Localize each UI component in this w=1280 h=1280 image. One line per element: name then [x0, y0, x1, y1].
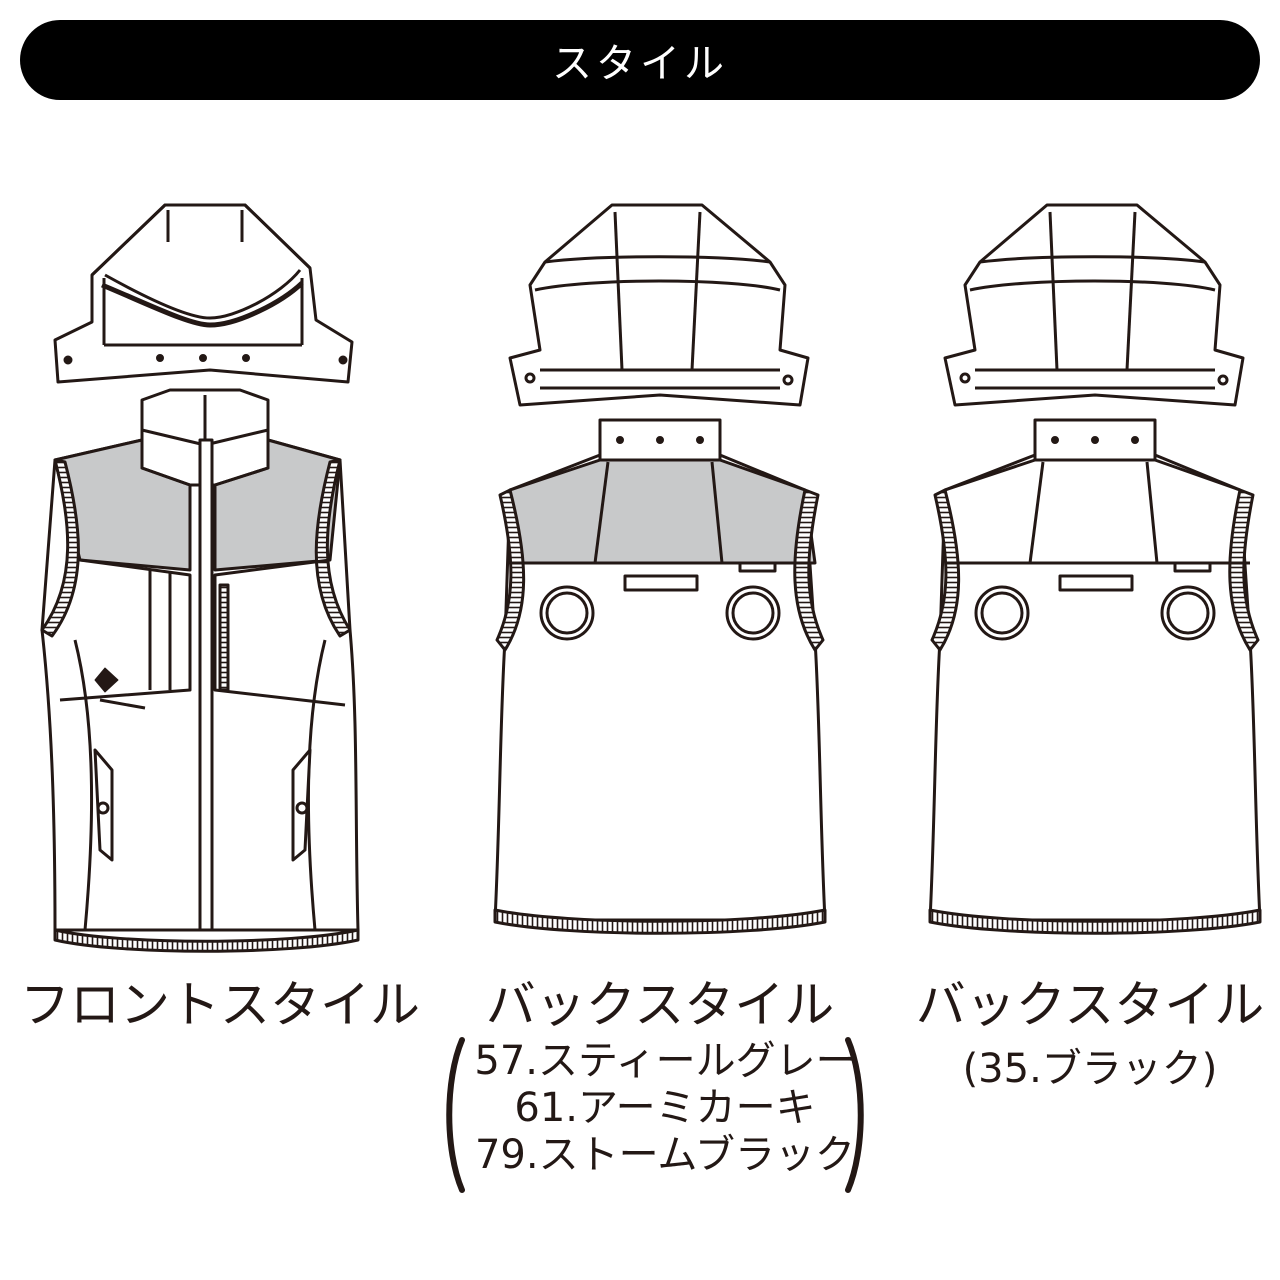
back-hood-illustration-black	[943, 203, 1245, 407]
color-variant-list: 57.スティールグレー 61.アーミカーキ 79.ストームブラック	[470, 1038, 860, 1179]
color-variant-item: 79.ストームブラック	[474, 1132, 855, 1178]
back-vest-illustration-gray	[493, 418, 827, 935]
bracket-right	[845, 1037, 864, 1193]
back-style-label-black: バックスタイル	[915, 976, 1265, 1034]
bracket-left	[446, 1037, 465, 1193]
color-variant-item: 61.アーミカーキ	[514, 1085, 816, 1131]
front-vest-illustration	[40, 388, 360, 953]
back-style-label: バックスタイル	[485, 976, 835, 1034]
front-hood-illustration	[53, 203, 354, 384]
section-header-bar: スタイル	[20, 20, 1260, 100]
color-variant-item: 57.スティールグレー	[474, 1038, 856, 1084]
section-title: スタイル	[552, 41, 728, 87]
front-style-label: フロントスタイル	[20, 976, 420, 1034]
back-vest-illustration-black	[928, 418, 1262, 935]
black-color-note: (35.ブラック)	[962, 1046, 1218, 1092]
back-hood-illustration-gray	[508, 203, 810, 407]
